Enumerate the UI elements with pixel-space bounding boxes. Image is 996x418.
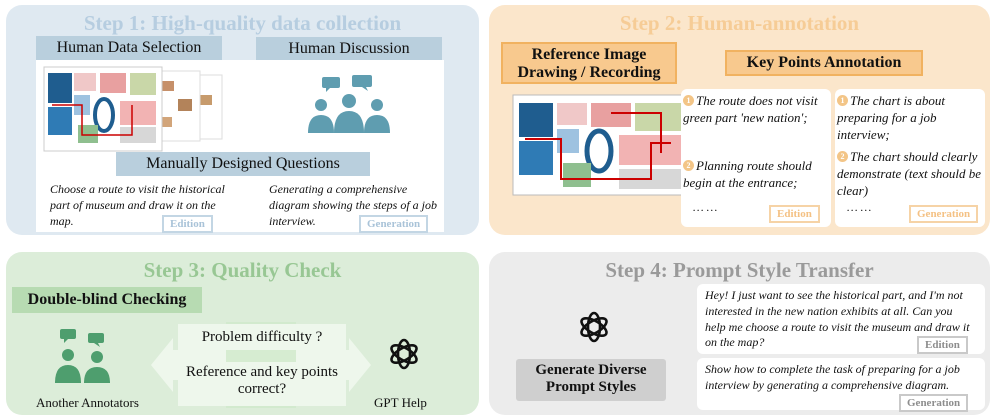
step3-panel: Step 3: Quality Check Double-blind Check… xyxy=(6,252,479,415)
map-thumbnail xyxy=(43,66,223,152)
people-discussion-icon xyxy=(308,75,390,133)
human-discussion-label: Human Discussion xyxy=(256,37,442,61)
step4-title: Step 4: Prompt Style Transfer xyxy=(605,258,874,282)
reference-map xyxy=(512,94,692,196)
annotators-icon xyxy=(55,329,110,383)
generation-tag: Generation xyxy=(359,215,429,233)
reference-check-question: Reference and key points correct? xyxy=(178,362,346,406)
step2-panel: Step 2: Human-annotation Reference Image… xyxy=(489,5,990,235)
manually-designed-questions-label: Manually Designed Questions xyxy=(116,152,370,176)
question-edition-text: Choose a route to visit the historical p… xyxy=(50,182,225,229)
step4-panel: Step 4: Prompt Style Transfer Generate D… xyxy=(489,252,990,415)
gpt-help-label: GPT Help xyxy=(374,395,427,410)
step1-panel: Step 1: High-quality data collection Hum… xyxy=(6,5,479,235)
question-generation-text: Generating a comprehensive diagram showi… xyxy=(269,182,438,229)
step2-edition-tag: Edition xyxy=(769,205,820,223)
problem-difficulty-question: Problem difficulty ? xyxy=(178,324,346,350)
step4-edition-tag: Edition xyxy=(917,336,968,354)
step3-title: Step 3: Quality Check xyxy=(143,258,342,282)
prompt-edition-text: Hey! I just want to see the historical p… xyxy=(705,288,970,350)
step2-generation-tag: Generation xyxy=(909,205,979,223)
annotators-label: Another Annotators xyxy=(36,395,139,410)
edition-ellipsis: … … xyxy=(693,200,718,214)
generation-ellipsis: … … xyxy=(847,200,872,214)
openai-logo-icon-2 xyxy=(580,311,608,343)
human-data-selection-label: Human Data Selection xyxy=(36,36,222,60)
edition-tag: Edition xyxy=(162,215,213,233)
generate-diverse-label: Generate Diverse Prompt Styles xyxy=(516,359,666,401)
step1-title: Step 1: High-quality data collection xyxy=(83,11,402,35)
prompt-generation-text: Show how to complete the task of prepari… xyxy=(705,362,960,392)
step2-title: Step 2: Human-annotation xyxy=(619,11,860,35)
key-points-label: Key Points Annotation xyxy=(725,50,923,76)
openai-logo-icon xyxy=(390,338,418,370)
double-blind-label: Double-blind Checking xyxy=(12,287,202,313)
reference-image-label: Reference Image Drawing / Recording xyxy=(501,42,677,84)
step4-generation-tag: Generation xyxy=(899,394,969,412)
